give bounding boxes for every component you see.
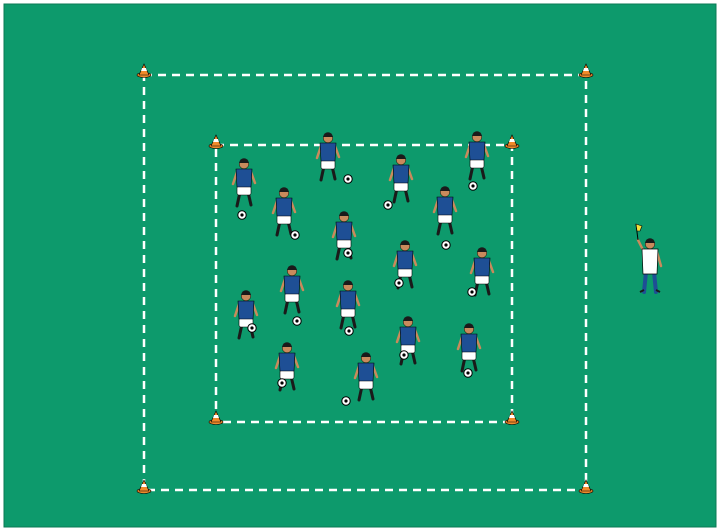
ball-icon <box>395 279 403 287</box>
ball-icon <box>238 211 246 219</box>
ball-icon <box>278 379 286 387</box>
ball-icon <box>468 288 476 296</box>
pitch <box>4 4 716 527</box>
ball-icon <box>293 317 301 325</box>
ball-icon <box>344 175 352 183</box>
ball-icon <box>384 201 392 209</box>
ball-icon <box>400 351 408 359</box>
ball-icon <box>469 182 477 190</box>
ball-icon <box>345 327 353 335</box>
ball-icon <box>248 324 256 332</box>
ball-icon <box>291 231 299 239</box>
ball-icon <box>344 249 352 257</box>
ball-icon <box>464 369 472 377</box>
ball-icon <box>442 241 450 249</box>
ball-icon <box>342 397 350 405</box>
